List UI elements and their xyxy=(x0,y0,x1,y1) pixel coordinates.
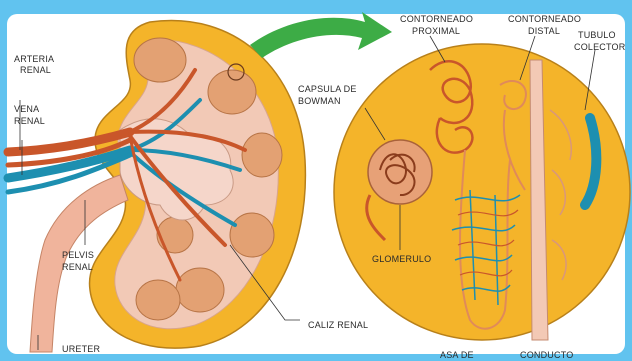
label-distal-line2: DISTAL xyxy=(528,26,560,36)
label-calyx: CALIZ RENAL xyxy=(308,320,368,330)
label-collecting-line2: COLECTOR xyxy=(574,42,626,52)
label-renal-pelvis-line2: RENAL xyxy=(62,262,93,272)
nephron-detail xyxy=(334,44,630,340)
label-renal-artery-line1: ARTERIA xyxy=(14,54,54,64)
label-renal-artery-line2: RENAL xyxy=(20,65,51,75)
label-renal-vein-line2: RENAL xyxy=(14,116,45,126)
label-proximal-line2: PROXIMAL xyxy=(412,26,460,36)
label-collecting-bottom: CONDUCTO xyxy=(520,350,573,360)
label-collecting-line1: TUBULO xyxy=(578,30,616,40)
label-renal-pelvis-line1: PELVIS xyxy=(62,250,94,260)
label-distal-line1: CONTORNEADO xyxy=(508,14,581,24)
label-proximal-line1: CONTORNEADO xyxy=(400,14,473,24)
label-renal-vein-line1: VENA xyxy=(14,104,39,114)
label-bowman-line1: CAPSULA DE xyxy=(298,84,357,94)
label-ureter: URETER xyxy=(62,344,101,354)
label-glomerulus: GLOMERULO xyxy=(372,254,431,264)
label-loop-bottom: ASA DE xyxy=(440,350,474,360)
label-bowman-line2: BOWMAN xyxy=(298,96,341,106)
bowman-capsule xyxy=(368,140,432,204)
